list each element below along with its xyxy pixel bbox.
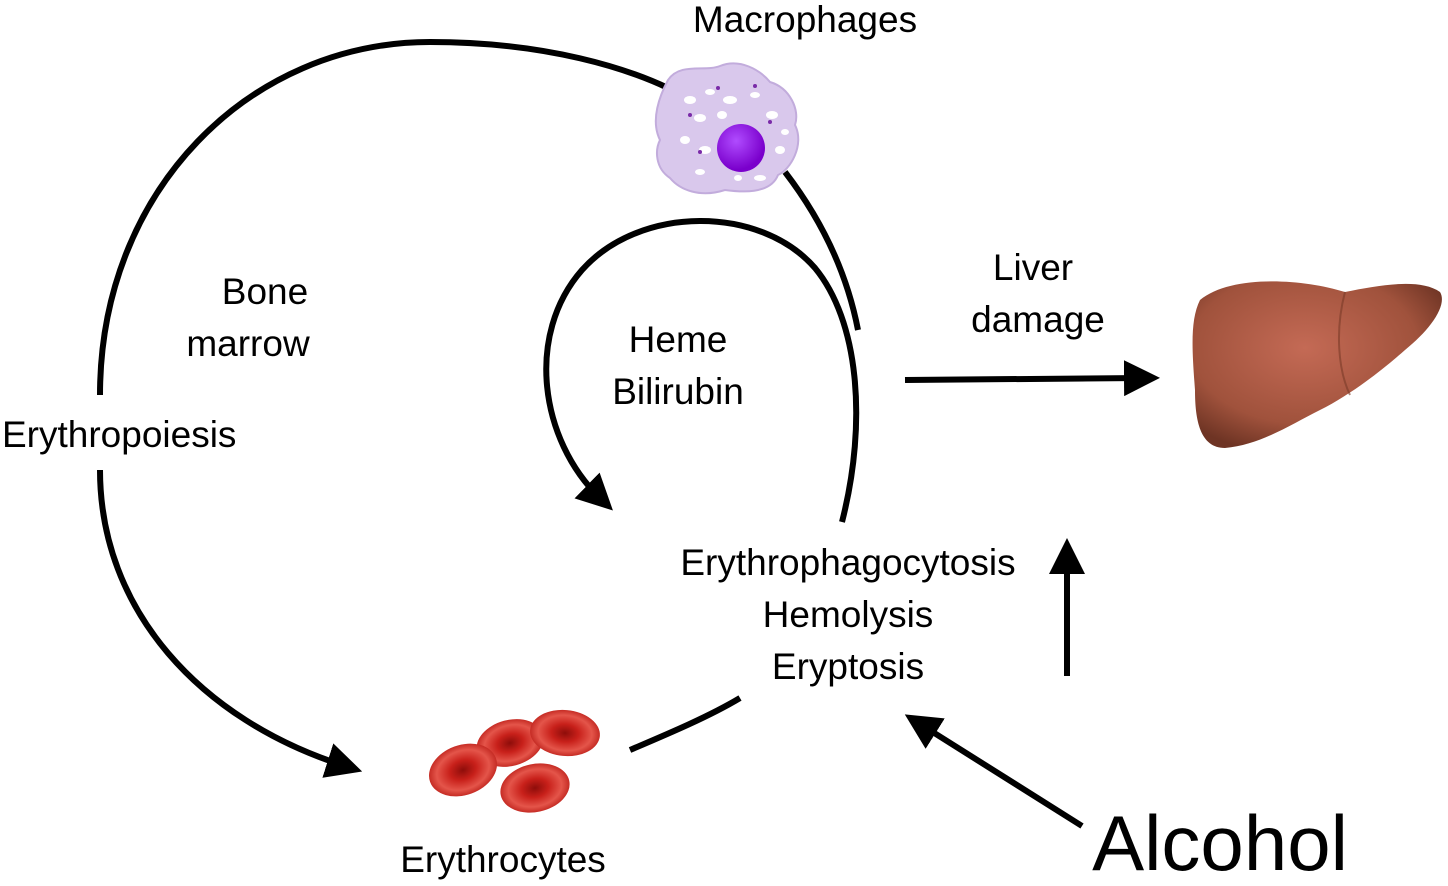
erythrocytes-return-line — [628, 695, 742, 753]
outer-cycle-arc-top — [97, 38, 670, 396]
liver-damage-label-line1: Liver — [993, 247, 1073, 288]
alcohol-arrow — [904, 714, 1084, 829]
heme-bilirubin-arrow — [543, 218, 860, 523]
macrophage-to-erythrophagocytosis-line — [782, 170, 861, 331]
macrophage-icon — [654, 62, 800, 195]
liver-damage-label-line2: damage — [971, 299, 1105, 340]
erythropoiesis-label: Erythropoiesis — [2, 414, 236, 455]
liver-damage-arrow — [904, 360, 1160, 397]
hemolysis-label: Hemolysis — [763, 594, 934, 635]
macrophages-label: Macrophages — [693, 0, 917, 40]
eryptosis-label: Eryptosis — [772, 646, 924, 687]
erythropoiesis-arrow — [97, 469, 363, 778]
bone-marrow-label-line2: marrow — [186, 323, 310, 364]
alcohol-label: Alcohol — [1092, 799, 1348, 886]
bone-marrow-label-line1: Bone — [222, 271, 308, 312]
bilirubin-label: Bilirubin — [612, 371, 744, 412]
liver-icon — [1192, 281, 1442, 448]
heme-label: Heme — [629, 319, 728, 360]
erythrophagocytosis-label: Erythrophagocytosis — [680, 542, 1015, 583]
erythrocytes-icon — [429, 709, 600, 813]
erythrocytes-label: Erythrocytes — [400, 839, 606, 880]
